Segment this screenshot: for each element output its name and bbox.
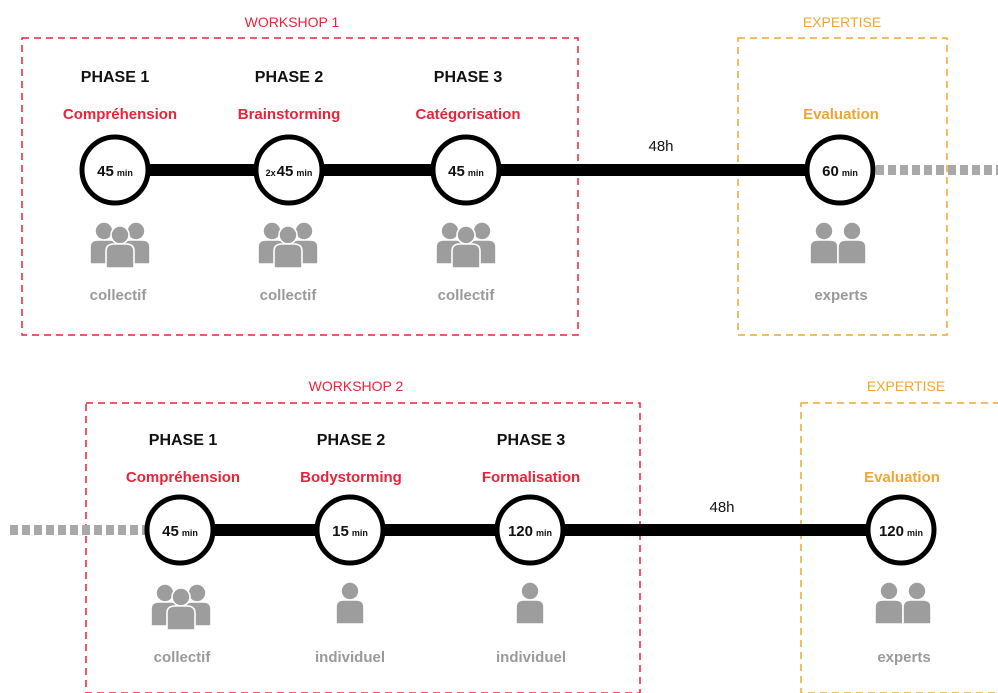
audience-label: experts — [814, 287, 867, 304]
duration-node — [314, 494, 386, 566]
activity-name: Compréhension — [63, 106, 177, 123]
gap-label-1: 48h — [648, 138, 673, 155]
person-icon — [515, 581, 545, 625]
audience-label: collectif — [90, 287, 148, 304]
duration-node — [430, 134, 502, 206]
audience-label: individuel — [315, 649, 385, 666]
phase-title: PHASE 1 — [149, 432, 218, 449]
row-2: WORKSHOP 2 EXPERTISE 48h PHASE 1 Compréh… — [10, 378, 998, 693]
phase-title: PHASE 3 — [434, 69, 503, 86]
duration-node — [253, 134, 325, 206]
group-icon — [435, 221, 497, 269]
duration-node — [865, 494, 937, 566]
audience-label: collectif — [154, 649, 212, 666]
audience-label: collectif — [438, 287, 496, 304]
activity-name: Bodystorming — [300, 469, 402, 486]
row-1: WORKSHOP 1 EXPERTISE 48h PHASE 1 Compréh… — [21, 14, 998, 336]
audience-label: experts — [877, 649, 930, 666]
expertise-2-box — [800, 402, 998, 693]
activity-name: Brainstorming — [238, 106, 341, 123]
phase-title: PHASE 2 — [317, 432, 386, 449]
duration-node — [79, 134, 151, 206]
phase-title: PHASE 2 — [255, 69, 324, 86]
group-icon — [257, 221, 319, 269]
activity-name: Evaluation — [864, 469, 940, 486]
duration-node — [804, 134, 876, 206]
expertise-2-label: EXPERTISE — [867, 378, 945, 394]
expertise-1-label: EXPERTISE — [803, 14, 881, 30]
pair-icon — [874, 581, 932, 625]
activity-name: Evaluation — [803, 106, 879, 123]
group-icon — [89, 221, 151, 269]
workshop-2-box — [85, 402, 641, 693]
duration-node — [144, 494, 216, 566]
person-icon — [335, 581, 365, 625]
workshop-1-label: WORKSHOP 1 — [245, 14, 340, 30]
duration-node — [494, 494, 566, 566]
activity-name: Compréhension — [126, 469, 240, 486]
pair-icon — [809, 221, 867, 265]
activity-name: Formalisation — [482, 469, 580, 486]
phase-title: PHASE 3 — [497, 432, 566, 449]
group-icon — [150, 583, 212, 631]
activity-name: Catégorisation — [415, 106, 520, 123]
workshop-2-label: WORKSHOP 2 — [309, 378, 404, 394]
workshop-1-box — [21, 37, 579, 336]
gap-label-2: 48h — [709, 499, 734, 516]
audience-label: collectif — [260, 287, 318, 304]
audience-label: individuel — [496, 649, 566, 666]
phase-title: PHASE 1 — [81, 69, 150, 86]
